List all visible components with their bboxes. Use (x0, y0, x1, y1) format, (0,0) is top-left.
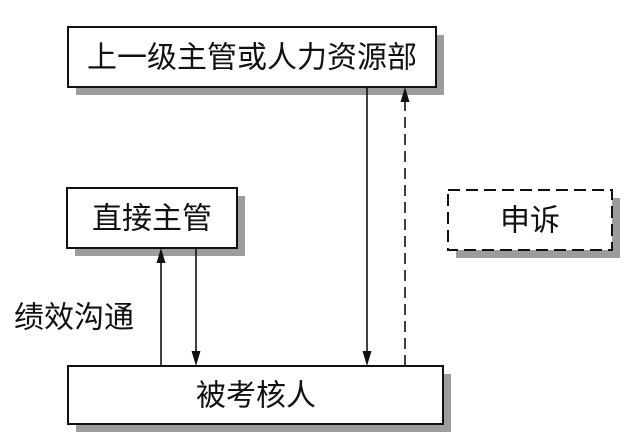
arrow-direct-supervisor-to-appraisee (191, 248, 201, 366)
arrow-appraisee-to-direct-supervisor-head (156, 248, 166, 263)
superior-node-label: 上一级主管或人力资源部 (87, 41, 417, 76)
arrow-appraisee-to-direct-supervisor (156, 248, 166, 366)
superior-node: 上一级主管或人力资源部 (67, 26, 444, 95)
arrow-direct-supervisor-to-appraisee-head (191, 351, 201, 366)
appeal-node-label: 申诉 (500, 204, 560, 239)
direct-supervisor-node: 直接主管 (66, 187, 245, 256)
appeal-node-box (447, 189, 613, 251)
appraisee-node-label: 被考核人 (196, 379, 316, 414)
arrow-appraisee-to-superior-dashed (400, 87, 410, 366)
performance-communication-annotation: 绩效沟通 (14, 301, 134, 336)
appeal-node: 申诉 (447, 189, 620, 258)
appraisee-node-box (67, 365, 444, 425)
superior-node-box (67, 26, 437, 88)
appraisee-node: 被考核人 (67, 365, 451, 432)
arrow-superior-to-appraisee-head (362, 351, 372, 366)
arrow-appraisee-to-superior-head (400, 87, 410, 102)
direct-supervisor-node-box (66, 187, 238, 249)
arrow-superior-to-appraisee (362, 87, 372, 366)
direct-supervisor-node-label: 直接主管 (92, 202, 212, 237)
